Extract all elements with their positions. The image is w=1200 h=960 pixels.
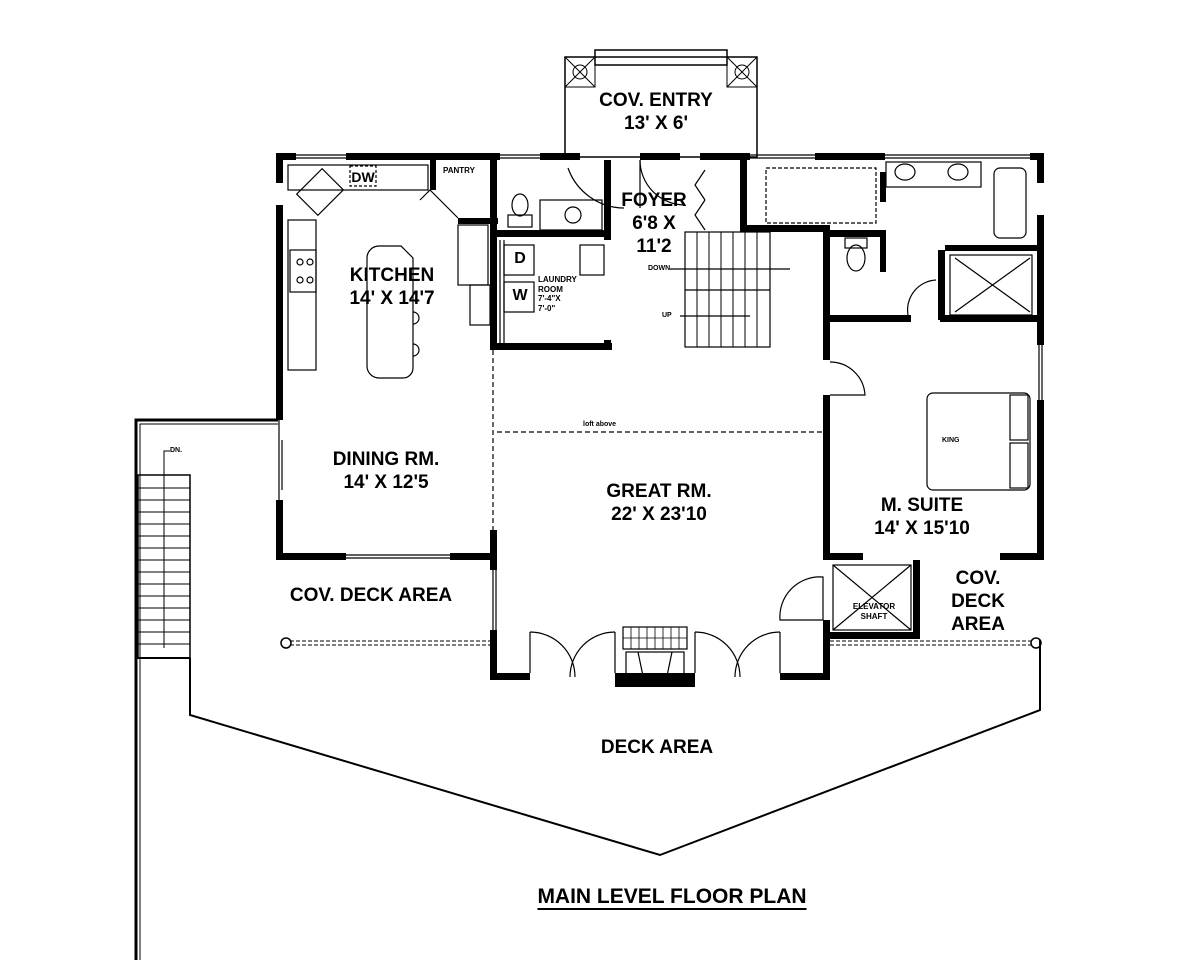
master-suite-size: 14' X 15'10 xyxy=(874,517,970,539)
laundry-line1: LAUNDRY xyxy=(538,275,577,284)
dining-name: DINING RM. xyxy=(332,449,440,470)
dining-size: 14' X 12'5 xyxy=(343,471,429,493)
foyer-size-line2: 11'2 xyxy=(636,235,672,257)
cov-deck-right-line1: COV. xyxy=(955,568,1001,589)
stair-up-label: UP xyxy=(662,312,672,319)
great-room-size: 22' X 23'10 xyxy=(611,503,707,525)
washer-label: W xyxy=(512,287,528,304)
plan-title: MAIN LEVEL FLOOR PLAN xyxy=(537,885,807,908)
loft-above-label: loft above xyxy=(583,421,617,428)
foyer-size-line1: 6'8 X xyxy=(632,212,676,234)
dining-label: DINING RM. 14' X 12'5 xyxy=(333,449,440,495)
dryer-label: D xyxy=(514,250,526,267)
pantry-label: PANTRY xyxy=(443,166,475,175)
master-suite-label: M. SUITE 14' X 15'10 xyxy=(874,495,970,541)
cov-entry-size: 13' X 6' xyxy=(624,112,688,134)
cov-deck-right-line2: DECK xyxy=(951,590,1005,612)
king-bed-label: KING xyxy=(942,437,960,444)
cov-entry-name: COV. ENTRY xyxy=(599,90,713,111)
laundry-line4: 7'-0" xyxy=(538,303,556,313)
foyer-label: FOYER 6'8 X 11'2 xyxy=(621,190,686,258)
cov-entry-label: COV. ENTRY 13' X 6' xyxy=(599,90,713,136)
great-room-label: GREAT RM. 22' X 23'10 xyxy=(606,481,711,527)
elevator-label: ELEVATOR SHAFT xyxy=(853,602,895,621)
deck-stair-rail xyxy=(134,418,278,960)
deck-area-label: DECK AREA xyxy=(600,737,714,758)
laundry-label: LAUNDRY ROOM 7'-4"X 7'-0" xyxy=(538,275,577,313)
foyer-name: FOYER xyxy=(621,190,687,211)
dishwasher-label: DW xyxy=(351,169,375,185)
elevator-line2: SHAFT xyxy=(860,611,888,621)
great-room-name: GREAT RM. xyxy=(606,481,712,502)
stair-down-label: DOWN xyxy=(648,265,671,272)
kitchen-name: KITCHEN xyxy=(349,265,435,286)
master-suite-name: M. SUITE xyxy=(880,495,964,516)
cov-deck-right-line3: AREA xyxy=(951,613,1005,635)
deck-outline xyxy=(189,640,1041,857)
elevator-line1: ELEVATOR xyxy=(852,602,896,611)
cov-deck-right-label: COV. DECK AREA xyxy=(951,568,1005,636)
cov-deck-left-label: COV. DECK AREA xyxy=(289,585,453,606)
exterior-stair-down-label: DN. xyxy=(170,447,183,454)
laundry-line3: 7'-4"X xyxy=(538,294,561,304)
kitchen-size: 14' X 14'7 xyxy=(349,287,435,309)
laundry-line2: ROOM xyxy=(538,284,563,294)
kitchen-label: KITCHEN 14' X 14'7 xyxy=(349,265,434,311)
